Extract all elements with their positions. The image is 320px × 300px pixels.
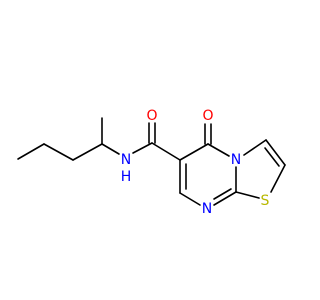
atom-n-amide: N <box>121 152 131 168</box>
atom-n-ring2: N <box>202 201 212 217</box>
bond-c5-n4 <box>207 143 230 157</box>
bond-c1-c2 <box>17 143 45 160</box>
bond-c3-c2-2 <box>264 147 280 167</box>
atom-s-ring: S <box>261 193 270 209</box>
bond-c4-n-amide <box>101 143 120 155</box>
bond-c3-c2 <box>265 139 286 166</box>
bond-s-c8a <box>235 191 260 199</box>
atom-o-amide: O <box>146 108 157 124</box>
atom-n-ring1: N <box>231 152 241 168</box>
bond-n-amide-carbonyl <box>132 142 153 154</box>
atom-labels: O O N H N N S <box>121 108 270 217</box>
chemical-structure-diagram: O O N H N N S <box>17 108 286 217</box>
bond-c3-c4 <box>72 143 103 161</box>
bond-c2-c3 <box>43 143 74 161</box>
atom-n-amide-h: H <box>121 169 132 185</box>
bond-carbonyl-c6 <box>151 142 181 161</box>
bond-c8a-n8 <box>213 191 237 206</box>
atom-o-carbonyl: O <box>202 108 213 124</box>
bond-c8a-n8-2 <box>213 188 232 200</box>
bonds <box>17 117 286 206</box>
bond-c6-c5 <box>179 143 209 161</box>
bond-n4-c3 <box>243 139 267 156</box>
bond-n8-c7 <box>179 192 201 206</box>
bond-c2-s <box>270 164 286 193</box>
